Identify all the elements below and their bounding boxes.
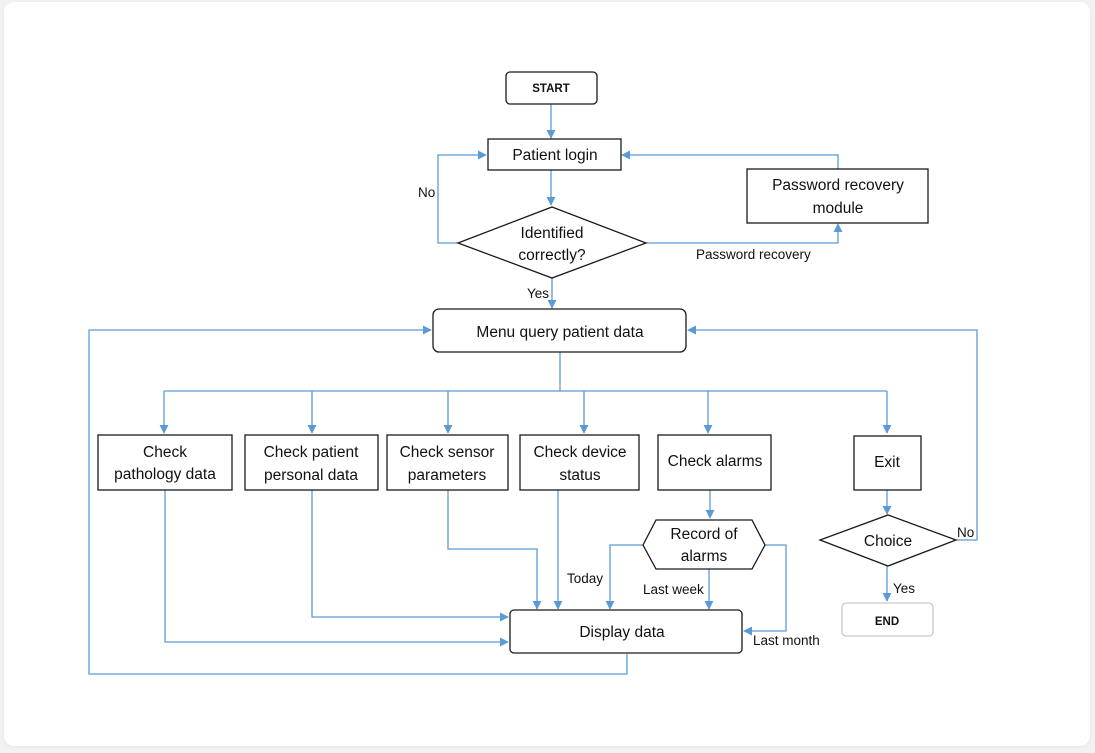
connectors xyxy=(88,104,978,675)
start-label: START xyxy=(532,83,569,95)
patient-login-node: Patient login xyxy=(487,138,622,171)
sensor-line1: Check sensor xyxy=(400,444,495,461)
pathology-line1: Check xyxy=(143,444,187,461)
identified-decision: Identified correctly? xyxy=(456,206,648,279)
last-month-label: Last month xyxy=(753,633,820,648)
device-line1: Check device xyxy=(533,444,626,461)
password-recovery-module-line2: module xyxy=(813,200,864,217)
edge-identified-recovery xyxy=(646,223,843,244)
menu-node: Menu query patient data xyxy=(432,308,687,353)
pathology-node: Check pathology data xyxy=(97,434,233,491)
edge-personal-display xyxy=(311,490,509,622)
record-node: Record of alarms xyxy=(642,519,766,570)
sensor-line2: parameters xyxy=(408,467,487,484)
exit-node: Exit xyxy=(853,435,922,491)
personal-line1: Check patient xyxy=(264,444,359,461)
display-label: Display data xyxy=(579,624,665,641)
record-line2: alarms xyxy=(681,548,728,565)
record-line1: Record of xyxy=(670,526,738,543)
end-node: END xyxy=(841,602,934,637)
password-recovery-module-node: Password recovery module xyxy=(746,168,929,224)
password-recovery-label: Password recovery xyxy=(696,247,811,262)
edge-choice-no xyxy=(687,325,978,541)
display-node: Display data xyxy=(509,609,743,654)
pathology-line2: pathology data xyxy=(114,466,216,483)
last-week-label: Last week xyxy=(643,582,704,597)
personal-line2: personal data xyxy=(264,467,358,484)
edge-record-today xyxy=(605,544,643,610)
today-label: Today xyxy=(567,571,603,586)
no-login-label: No xyxy=(418,185,435,200)
identified-line1: Identified xyxy=(521,225,584,242)
yes-choice-label: Yes xyxy=(893,581,915,596)
sensor-node: Check sensor parameters xyxy=(386,434,509,491)
start-node: START xyxy=(505,71,598,105)
edge-identified-no xyxy=(437,150,487,244)
no-choice-label: No xyxy=(957,525,974,540)
yes-identified-label: Yes xyxy=(527,286,549,301)
choice-label: Choice xyxy=(864,533,912,550)
alarms-label: Check alarms xyxy=(668,453,763,470)
identified-line2: correctly? xyxy=(518,247,586,264)
personal-node: Check patient personal data xyxy=(244,434,379,491)
choice-decision: Choice xyxy=(818,514,958,567)
edge-sensor-display xyxy=(447,490,542,610)
device-line2: status xyxy=(559,467,601,484)
menu-label: Menu query patient data xyxy=(476,324,644,341)
device-node: Check device status xyxy=(519,434,640,491)
edge-record-lastmonth xyxy=(743,544,787,636)
edge-pathology-display xyxy=(164,490,509,647)
end-label: END xyxy=(875,616,899,628)
alarms-node: Check alarms xyxy=(657,434,772,491)
edge-recovery-login xyxy=(621,150,839,169)
edge-display-menu xyxy=(88,325,628,675)
password-recovery-module-line1: Password recovery xyxy=(772,177,904,194)
patient-login-label: Patient login xyxy=(512,147,597,164)
exit-label: Exit xyxy=(874,454,901,471)
